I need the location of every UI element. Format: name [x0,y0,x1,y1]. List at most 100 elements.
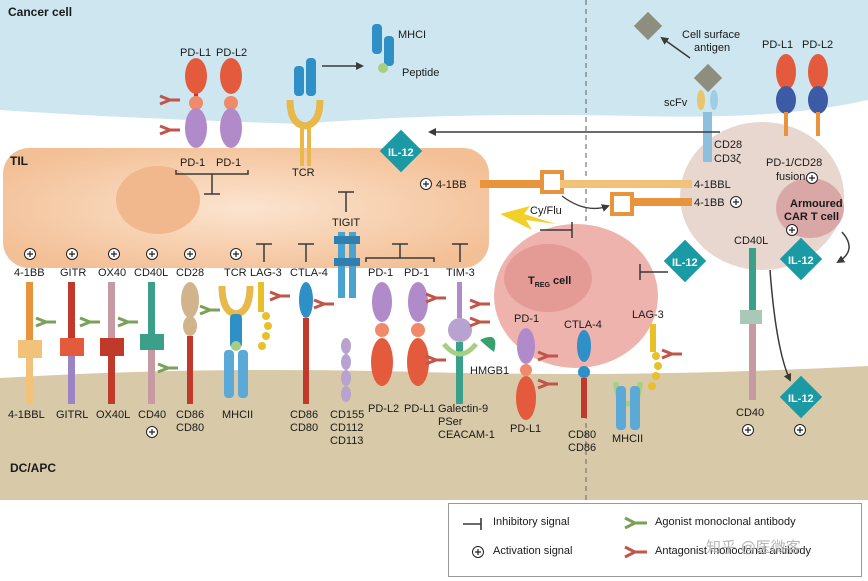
cell-surface-label-2: antigen [694,42,730,54]
il12-arrow-to-apc [769,269,792,382]
41bb-left-label: 4-1BB [436,179,467,191]
pd1cd28-label-1: PD-1/CD28 [766,157,822,169]
scfv-label: scFv [664,97,688,109]
cell-surface-label-1: Cell surface [682,29,740,41]
hmgb1-label: HMGB1 [470,365,509,377]
r-gitr-label: GITR [60,267,86,279]
inhibitory-legend-icon [463,518,482,530]
t-pdl1-label: PD-L1 [510,423,541,435]
activation-icon-cd40l [146,248,158,260]
cd28-cd86-pair [181,282,199,404]
treg-label: TREG cell [528,275,571,289]
pdl1-top-label: PD-L1 [180,47,211,59]
tim3-antagonist-icons [469,298,490,328]
treg-lag3-molecule [648,324,662,390]
pd1-pdl2-pair [371,282,393,386]
t-ctla4-label: CTLA-4 [564,319,602,331]
ctla4-cd86-pair [299,282,313,404]
r-tim3-label: TIM-3 [446,267,475,279]
pd1cd28-label-2: fusion [776,171,805,183]
l-pdl2-label: PD-L2 [368,403,399,415]
svg-text:IL-12: IL-12 [788,255,814,267]
mhci-molecule [372,24,394,73]
tcr-top-label: TCR [292,167,315,179]
r-cd40l-label: CD40L [134,267,168,279]
immunotherapy-diagram: Cancer cell DC/APC TIL TREG cell Armoure… [0,0,868,500]
activation-icon-cd28 [184,248,196,260]
41bb-41bbl-pair [18,282,42,404]
activation-icon-fusion [806,172,818,184]
l-ceacam-label: CEACAM-1 [438,429,495,441]
41bb-car-label: 4-1BB [694,197,725,209]
r-tcr-label: TCR [224,267,247,279]
41bbl-car-label: 4-1BBL [694,179,731,191]
treg-nucleus [504,244,592,312]
legend: Inhibitory signal Activation signal Agon… [448,503,862,577]
watermark: 知乎 @医微客 [706,538,801,556]
svg-text:IL-12: IL-12 [672,257,698,269]
r-41bb-label: 4-1BB [14,267,45,279]
cd40l-cd40-pair-right [740,248,762,400]
activation-icon-tcr [230,248,242,260]
t-cd86-label: CD86 [568,442,596,454]
l-cd80b-label: CD80 [290,422,318,434]
dc-apc-label: DC/APC [10,461,56,475]
tim3-molecule [442,282,478,404]
r-pd1-a-label: PD-1 [368,267,393,279]
r-lag3-label: LAG-3 [250,267,282,279]
t-pd1-label: PD-1 [514,313,539,325]
il12-autocrine-arrow [836,231,850,264]
t-lag3-label: LAG-3 [632,309,664,321]
tcr-top-molecule [286,58,324,166]
pd1-pdl1-pair [407,282,429,386]
treg-pd1-antagonist-icons [537,350,558,390]
activation-icon-cd40-right-a [742,424,754,436]
dc-apc-membrane [0,366,868,500]
til-label: TIL [10,154,28,168]
t-mhcii-label: MHCII [612,433,643,445]
pd-antagonist-icons [425,292,446,366]
l-gal9-label: Galectin-9 [438,403,488,415]
41bb-41bbl-bridge [480,170,692,216]
l-pser-label: PSer [438,416,463,428]
cancer-cell-membrane [0,0,868,124]
activation-icon-ox40 [108,248,120,260]
cd155-ligand [341,338,351,402]
antagonist-antibody-icon [159,94,180,136]
treg-lag3-antagonist-icon [661,348,682,360]
l-cd86a-label: CD86 [176,409,204,421]
il12-inhibit-to-treg [639,264,668,280]
svg-text:IL-12: IL-12 [388,147,414,159]
r-pd1-b-label: PD-1 [404,267,429,279]
tigit-label: TIGIT [332,217,360,229]
lightning-icon [500,206,556,230]
activation-icon-cd40-right-b [794,424,806,436]
pd1-cd28-fusion-right [808,54,828,136]
car-t-label-2: CAR T cell [784,211,839,223]
tigit-inhibit [338,191,354,212]
pd1-a-label: PD-1 [180,157,205,169]
hmgb1-icon [480,336,496,352]
til-cell [3,148,489,268]
gitr-gitrl-pair [60,282,84,404]
activation-icon-41bb [24,248,36,260]
cd28-car-label: CD28 [714,139,742,151]
pdl1-top-molecule [185,58,207,148]
car-t-label-1: Armoured [790,198,843,210]
antigen-arrow [660,36,691,59]
antagonist-legend-icon [624,545,647,559]
cd40-right-label: CD40 [736,407,764,419]
agonist-legend-icon [624,516,647,530]
tcr-mhcii-pair [218,285,254,398]
lag3-antagonist-icon [269,290,290,302]
activation-icon-cd40-apc [146,426,158,438]
l-ox40l-label: OX40L [96,409,130,421]
cd40l-car-label: CD40L [734,235,768,247]
treg-pd1-pdl1-pair [516,328,536,420]
peptide-label: Peptide [402,67,439,79]
pdl2-top-molecule [220,58,242,148]
svg-text:IL-12: IL-12 [788,393,814,405]
pd1-b-label: PD-1 [216,157,241,169]
t-cd80-label: CD80 [568,429,596,441]
